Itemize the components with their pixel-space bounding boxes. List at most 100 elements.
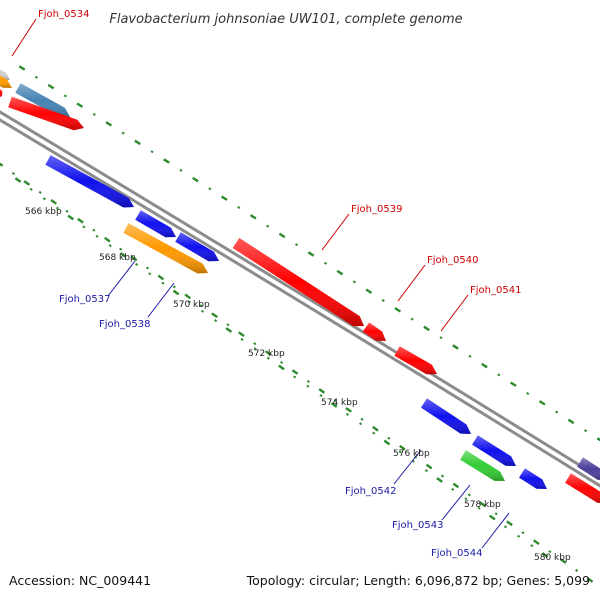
gene-feature[interactable] [45, 155, 134, 208]
scale-tick [172, 289, 180, 296]
outer-tick [220, 195, 228, 201]
gene-label-fjoh-0539[interactable]: Fjoh_0539 [351, 204, 402, 215]
gene-label-fjoh-0540[interactable]: Fjoh_0540 [427, 255, 478, 266]
scale-tick [530, 544, 534, 548]
inner-tick [264, 350, 272, 356]
scale-tick [319, 394, 323, 398]
gene-labels: Fjoh_0534 Fjoh_0537 Fjoh_0538 Fjoh_0539 … [38, 9, 521, 559]
scale-label-580: 580 kbp [534, 553, 571, 563]
label-leader-line [481, 512, 510, 549]
gene-feature[interactable] [135, 210, 176, 238]
gene-feature-fjoh-0540[interactable] [362, 322, 386, 342]
inner-tick [291, 369, 299, 375]
inner-tick [145, 266, 150, 270]
outer-tick [121, 131, 125, 135]
inner-tick [238, 331, 245, 337]
gene-feature[interactable] [565, 473, 600, 503]
gene-label-fjoh-0534[interactable]: Fjoh_0534 [38, 9, 89, 20]
outer-tick [295, 243, 299, 247]
scale-tick [266, 356, 270, 360]
scale-tick [200, 309, 204, 313]
label-leader-line [441, 484, 471, 521]
scale-tick [383, 439, 391, 446]
scale-tick [148, 272, 152, 276]
gene-label-fjoh-0542[interactable]: Fjoh_0542 [345, 486, 396, 497]
outer-tick [249, 214, 257, 220]
scale-tick [293, 375, 297, 379]
inner-tick [184, 293, 191, 300]
outer-tick [394, 307, 402, 313]
scale-tick [67, 214, 75, 221]
inner-tick [172, 285, 176, 289]
inner-tick [130, 255, 138, 262]
inner-tick [65, 209, 69, 213]
inner-tick [533, 539, 540, 545]
inner-tick [211, 312, 218, 319]
scale-label-574: 574 kbp [321, 398, 358, 408]
inner-tick [306, 379, 310, 383]
inner-tick [345, 407, 352, 413]
scale-tick [253, 347, 257, 351]
gene-feature-fjoh-0537[interactable] [175, 232, 219, 262]
scale-label-572: 572 kbp [248, 349, 285, 359]
gene-feature-fjoh-0544[interactable] [460, 450, 505, 481]
gene-label-fjoh-0538[interactable]: Fjoh_0538 [99, 319, 150, 330]
gene-feature-fjoh-0543[interactable] [472, 435, 516, 466]
gene-feature[interactable] [577, 457, 600, 480]
outer-tick [468, 354, 472, 358]
scale-tick [436, 477, 443, 483]
outer-tick [105, 121, 113, 127]
scale-tick [306, 384, 310, 388]
outer-tick [92, 113, 96, 116]
inner-tick [360, 417, 364, 421]
inner-tick [11, 171, 15, 175]
inner-tick [157, 274, 165, 281]
scale-tick [135, 262, 139, 266]
scale-tick [488, 514, 496, 521]
scale-tick [345, 412, 349, 416]
gene-feature[interactable] [0, 72, 12, 88]
gene-feature[interactable] [8, 96, 85, 131]
gene-feature-fjoh-0541[interactable] [394, 346, 437, 375]
scale-tick [517, 534, 521, 538]
outer-tick [150, 150, 154, 154]
inner-tick [575, 569, 579, 573]
gene-label-fjoh-0543[interactable]: Fjoh_0543 [392, 520, 443, 531]
gene-feature[interactable] [519, 468, 547, 489]
topology-text: Topology: circular; Length: 6,096,872 bp… [246, 573, 590, 588]
label-leaders [11, 18, 510, 549]
inner-tick [199, 304, 203, 308]
outer-tick [352, 280, 356, 284]
gene-label-fjoh-0544[interactable]: Fjoh_0544 [431, 548, 482, 559]
inner-tick [521, 531, 525, 535]
scale-label-576: 576 kbp [393, 449, 430, 459]
outer-tick [134, 139, 141, 146]
gene-feature-fjoh-0539[interactable] [232, 238, 364, 327]
scale-tick [187, 300, 191, 304]
gene-feature-fjoh-0538[interactable] [123, 223, 208, 274]
outer-tick [192, 176, 199, 183]
inner-tick [318, 388, 326, 394]
label-leader-line [321, 213, 350, 251]
inner-tick [479, 501, 486, 508]
gene-feature[interactable] [15, 83, 71, 118]
inner-tick [226, 323, 230, 327]
gene-label-fjoh-0537[interactable]: Fjoh_0537 [59, 294, 110, 305]
gene-feature-fjoh-0542[interactable] [421, 398, 471, 434]
scale-tick [42, 197, 46, 201]
gene-label-fjoh-0541[interactable]: Fjoh_0541 [470, 285, 521, 296]
outer-tick [538, 400, 546, 406]
outer-tick [76, 102, 84, 108]
genome-backbone [0, 110, 600, 488]
scale-tick [477, 506, 481, 510]
outer-tick [509, 381, 517, 387]
scale-tick [398, 450, 402, 454]
inner-tick [494, 512, 498, 516]
scale-tick [14, 177, 22, 183]
scale-tick [278, 364, 285, 371]
label-leader-line [440, 294, 469, 332]
outer-tick [567, 418, 575, 425]
inner-tick [253, 342, 257, 346]
gene-feature[interactable] [0, 88, 3, 98]
